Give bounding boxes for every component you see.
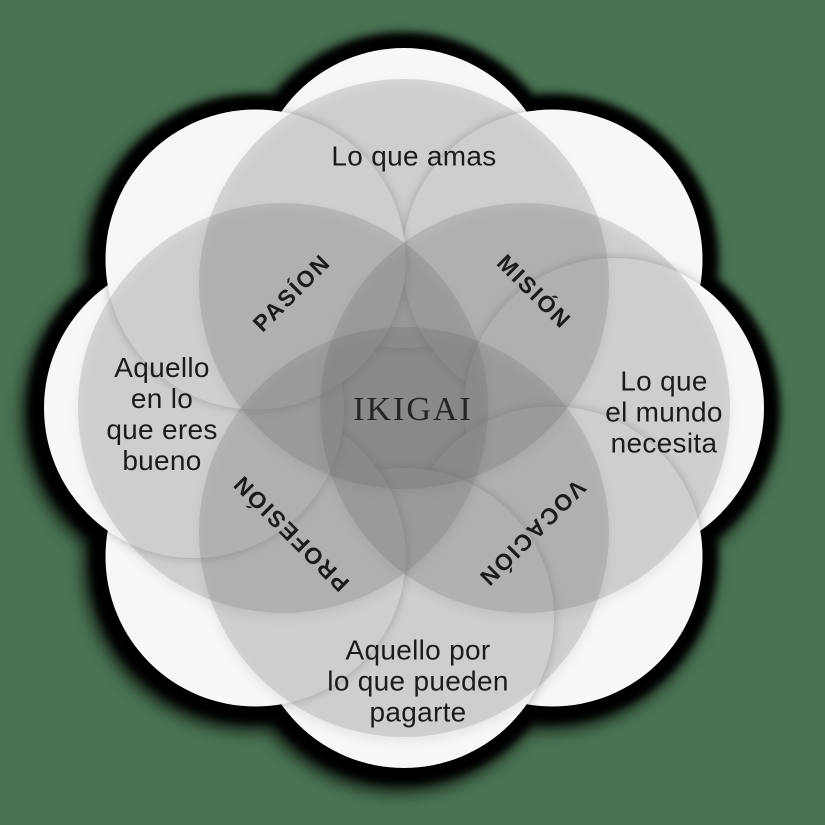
label-lo-que-el-mundo-necesita: Lo que el mundo necesita <box>605 365 723 459</box>
venn-circle-good-at <box>78 203 488 613</box>
label-pueden-pagarte: Aquello por lo que pueden pagarte <box>327 634 509 728</box>
label-lo-que-amas: Lo que amas <box>331 140 497 172</box>
label-aquello-eres-bueno: Aquello en lo que eres bueno <box>106 352 218 476</box>
venn-circles <box>78 79 730 737</box>
label-ikigai: IKIGAI <box>353 391 473 428</box>
